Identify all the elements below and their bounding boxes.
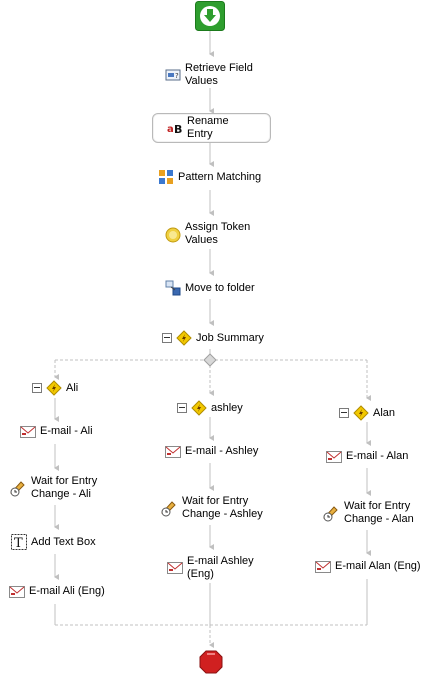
step-label: E-mail - Alan bbox=[346, 450, 409, 462]
step-email-alan-eng[interactable]: E-mail Alan (Eng) bbox=[315, 560, 421, 573]
step-label: E-mail - Ali bbox=[40, 425, 93, 437]
decision-diamond-icon bbox=[46, 380, 62, 396]
text-box-icon: T bbox=[11, 534, 27, 551]
step-move-to-folder[interactable]: Move to folder bbox=[165, 280, 255, 296]
split-diamond bbox=[203, 353, 217, 367]
collapse-toggle[interactable] bbox=[32, 383, 42, 393]
step-label: Rename Entry bbox=[187, 115, 229, 140]
email-icon bbox=[165, 445, 181, 458]
step-add-text-box-ali[interactable]: T Add Text Box bbox=[11, 534, 96, 551]
step-label: Wait for Entry Change - Ashley bbox=[182, 495, 263, 520]
wait-pencil-clock-icon bbox=[9, 479, 27, 497]
branch-label: ashley bbox=[211, 401, 243, 414]
step-label: E-mail Ashley (Eng) bbox=[187, 555, 254, 580]
email-icon bbox=[20, 425, 36, 438]
branch-ashley[interactable]: ashley bbox=[177, 400, 243, 416]
email-icon bbox=[9, 585, 25, 598]
step-job-summary[interactable]: Job Summary bbox=[162, 330, 264, 346]
pattern-blocks-icon bbox=[158, 169, 174, 185]
decision-diamond-icon bbox=[191, 400, 207, 416]
step-label: Retrieve Field Values bbox=[185, 62, 253, 87]
stop-node[interactable] bbox=[199, 650, 223, 674]
step-email-ali[interactable]: E-mail - Ali bbox=[20, 425, 93, 438]
decision-diamond-icon bbox=[176, 330, 192, 346]
step-assign-token-values[interactable]: Assign Token Values bbox=[165, 221, 250, 247]
move-folder-icon bbox=[165, 280, 181, 296]
step-label: Wait for Entry Change - Ali bbox=[31, 475, 98, 500]
collapse-toggle[interactable] bbox=[162, 333, 172, 343]
token-coin-icon bbox=[165, 225, 181, 243]
email-icon bbox=[326, 450, 342, 463]
decision-diamond-icon bbox=[353, 405, 369, 421]
step-label: Move to folder bbox=[185, 281, 255, 294]
step-label: E-mail - Ashley bbox=[185, 445, 259, 457]
step-label: E-mail Ali (Eng) bbox=[29, 585, 105, 597]
branch-alan[interactable]: Alan bbox=[339, 405, 395, 421]
email-icon bbox=[167, 562, 183, 574]
branch-ali[interactable]: Ali bbox=[32, 380, 78, 396]
svg-text:a: a bbox=[167, 124, 174, 135]
form-field-icon: ? bbox=[165, 67, 181, 83]
branch-label: Ali bbox=[66, 381, 79, 394]
step-retrieve-field-values[interactable]: ? Retrieve Field Values bbox=[165, 62, 253, 88]
svg-text:T: T bbox=[14, 536, 23, 550]
step-email-ashley-eng[interactable]: E-mail Ashley (Eng) bbox=[167, 555, 254, 581]
wait-pencil-clock-icon bbox=[322, 504, 340, 522]
step-wait-for-entry-change-ashley[interactable]: Wait for Entry Change - Ashley bbox=[160, 495, 263, 521]
step-email-ali-eng[interactable]: E-mail Ali (Eng) bbox=[9, 585, 105, 598]
step-label: Job Summary bbox=[196, 331, 264, 344]
step-label: E-mail Alan (Eng) bbox=[335, 560, 421, 572]
collapse-toggle[interactable] bbox=[339, 408, 349, 418]
start-node[interactable] bbox=[195, 1, 225, 31]
email-icon bbox=[315, 560, 331, 573]
start-arrow-icon bbox=[195, 1, 225, 31]
step-label: Wait for Entry Change - Alan bbox=[344, 500, 414, 525]
step-wait-for-entry-change-alan[interactable]: Wait for Entry Change - Alan bbox=[322, 500, 414, 526]
svg-text:B: B bbox=[174, 123, 182, 135]
svg-text:?: ? bbox=[175, 72, 179, 80]
step-email-ashley[interactable]: E-mail - Ashley bbox=[165, 445, 258, 458]
step-pattern-matching[interactable]: Pattern Matching bbox=[158, 169, 261, 185]
collapse-toggle[interactable] bbox=[177, 403, 187, 413]
step-email-alan[interactable]: E-mail - Alan bbox=[326, 450, 408, 463]
wait-pencil-clock-icon bbox=[160, 499, 178, 517]
step-label: Add Text Box bbox=[31, 535, 96, 548]
step-label: Pattern Matching bbox=[178, 170, 262, 183]
step-wait-for-entry-change-ali[interactable]: Wait for Entry Change - Ali bbox=[9, 475, 97, 501]
branch-label: Alan bbox=[373, 406, 396, 419]
stop-octagon-icon bbox=[199, 650, 223, 674]
step-label: Assign Token Values bbox=[185, 221, 251, 246]
